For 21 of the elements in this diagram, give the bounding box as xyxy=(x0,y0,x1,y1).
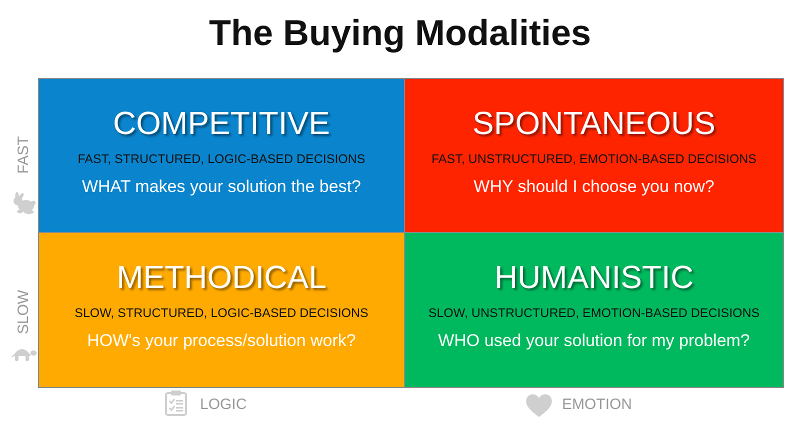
axis-label: LOGIC xyxy=(200,396,247,414)
axis-label: SLOW xyxy=(15,290,34,334)
quadrant-heading: HUMANISTIC xyxy=(494,259,694,295)
axis-label: EMOTION xyxy=(562,396,632,414)
quadrant-heading: SPONTANEOUS xyxy=(472,105,716,141)
decision-description: SLOW, UNSTRUCTURED, EMOTION-BASED DECISIONS xyxy=(428,306,760,321)
quadrant-panel xyxy=(404,78,784,233)
decision-description: FAST, UNSTRUCTURED, EMOTION-BASED DECISIONS xyxy=(431,152,757,167)
quadrant-heading: COMPETITIVE xyxy=(113,105,330,141)
question-text: WHO used your solution for my problem? xyxy=(438,331,750,351)
question-text: HOW's your process/solution work? xyxy=(87,331,356,351)
quadrant-panel xyxy=(404,232,784,388)
question-text: WHY should I choose you now? xyxy=(474,177,714,197)
quadrant-panel xyxy=(38,232,405,388)
decision-description: SLOW, STRUCTURED, LOGIC-BASED DECISIONS xyxy=(74,306,368,321)
quadrant-heading: METHODICAL xyxy=(116,259,326,295)
quadrant-panel xyxy=(38,78,405,233)
diagram-title: The Buying Modalities xyxy=(208,12,592,54)
axis-label: FAST xyxy=(14,136,33,174)
decision-description: FAST, STRUCTURED, LOGIC-BASED DECISIONS xyxy=(78,152,366,167)
question-text: WHAT makes your solution the best? xyxy=(82,177,362,197)
